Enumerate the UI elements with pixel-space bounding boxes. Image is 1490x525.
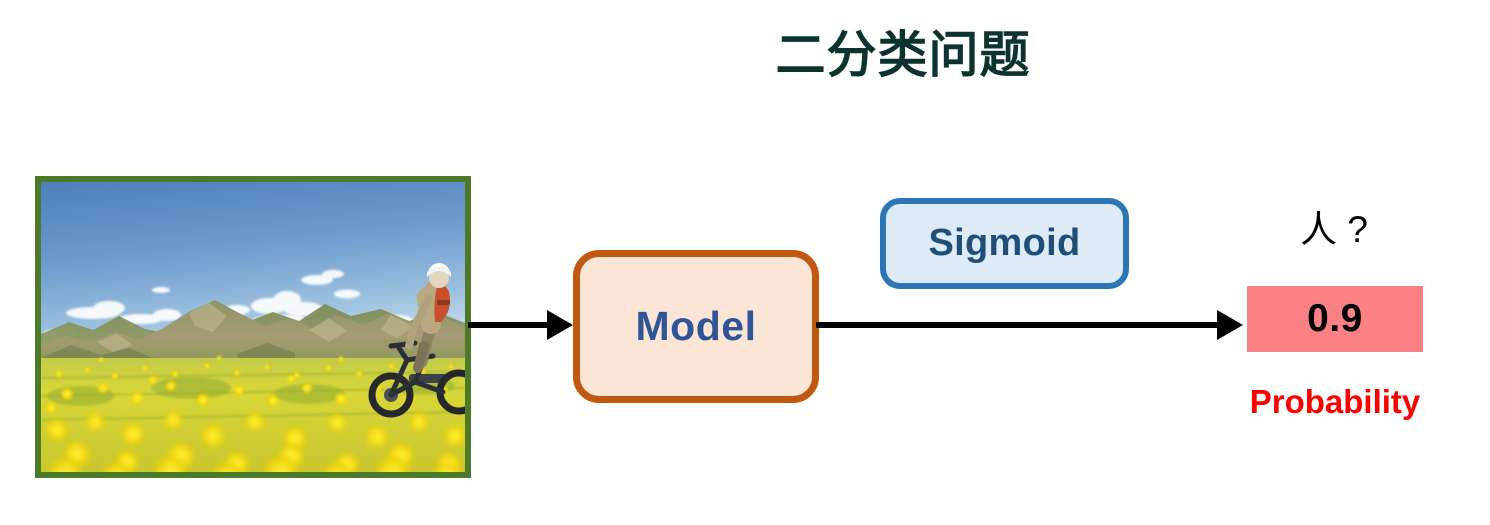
- probability-caption: Probability: [1249, 383, 1421, 420]
- sigmoid-box[interactable]: Sigmoid: [880, 198, 1129, 289]
- arrow-shaft: [816, 322, 1220, 328]
- arrow-head: [547, 310, 573, 340]
- page-title: 二分类问题: [0, 28, 1490, 83]
- person-question-label: 人 ?: [1300, 209, 1368, 250]
- page-title-text: 二分类问题: [775, 27, 1031, 83]
- probability-highlight-box: 0.9: [1247, 286, 1423, 352]
- input-image-frame: [35, 176, 471, 478]
- probability-value: 0.9: [1307, 297, 1363, 340]
- input-image: [41, 182, 465, 472]
- model-box[interactable]: Model: [573, 250, 819, 403]
- cyclist-figure: [368, 263, 465, 418]
- model-label: Model: [635, 303, 757, 349]
- arrow-head: [1217, 310, 1243, 340]
- arrow-shaft: [468, 322, 550, 328]
- sigmoid-label: Sigmoid: [928, 222, 1081, 264]
